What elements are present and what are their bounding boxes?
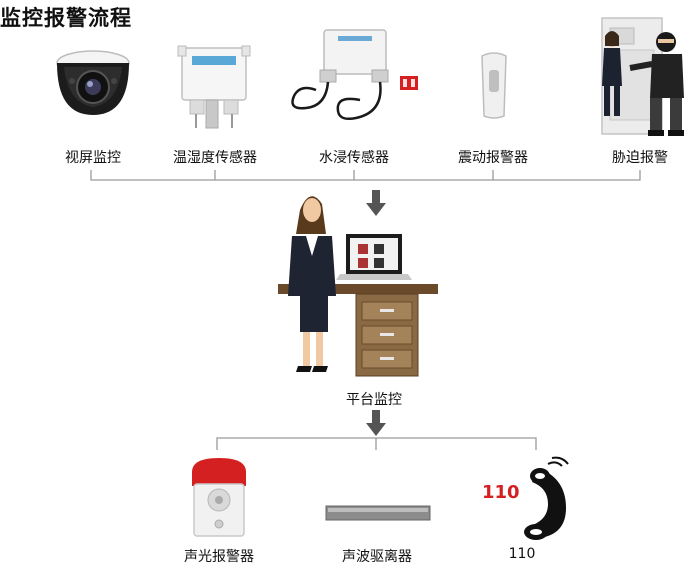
phone-110-icon: 110 xyxy=(478,456,578,540)
water-leak-sensor-icon xyxy=(291,29,418,120)
vibration-detector-icon xyxy=(481,52,507,119)
down-arrow-top xyxy=(366,190,386,216)
input-label-water-leak: 水浸传感器 xyxy=(319,150,389,166)
input-label-vibration: 震动报警器 xyxy=(458,150,528,166)
output-label-siren: 声光报警器 xyxy=(184,549,254,565)
output-label-repeller: 声波驱离器 xyxy=(342,549,412,565)
strobe-siren-icon xyxy=(192,458,246,537)
bottom-connector xyxy=(216,437,537,450)
temperature-humidity-sensor-icon xyxy=(177,45,251,129)
input-label-duress: 胁迫报警 xyxy=(612,150,668,166)
dome-camera-icon xyxy=(56,50,130,115)
down-arrow-bottom xyxy=(366,410,386,436)
input-label-temp-humidity: 温湿度传感器 xyxy=(173,150,257,166)
duress-alarm-icon xyxy=(601,17,684,136)
center-label: 平台监控 xyxy=(346,392,402,408)
output-label-110: 110 xyxy=(508,546,536,562)
operator-at-desk-icon xyxy=(278,196,438,377)
ultrasonic-repeller-icon xyxy=(325,505,431,521)
top-connector xyxy=(90,170,641,181)
input-label-video: 视屏监控 xyxy=(65,150,121,166)
phone-110-text: 110 xyxy=(482,482,520,503)
page-title: 监控报警流程 xyxy=(0,6,132,30)
